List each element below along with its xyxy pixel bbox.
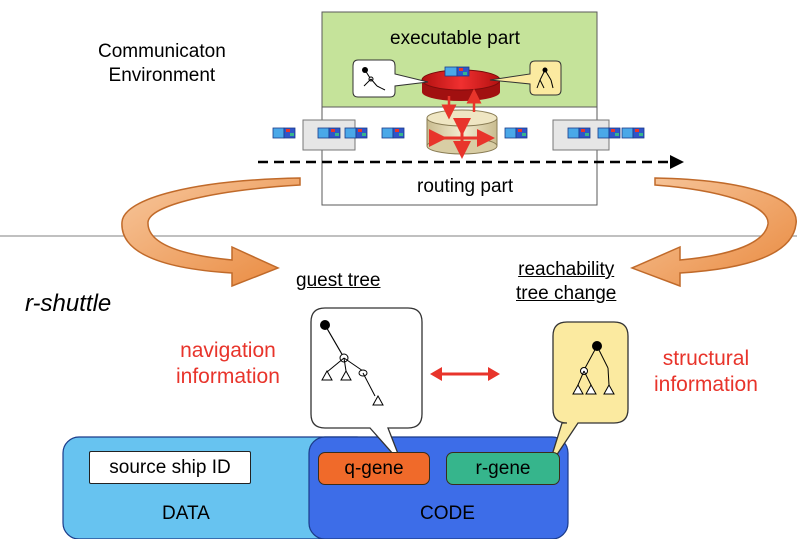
- routing-node-icon: [426, 109, 498, 159]
- navigation-information-label: navigation information: [176, 339, 280, 388]
- shuttle-packet-icon: [381, 127, 405, 139]
- structural-information-label: structural information: [654, 347, 758, 396]
- routing-part-label: routing part: [417, 176, 514, 197]
- left-callout-tree-icon: [352, 59, 429, 98]
- routing-arrowhead-icon: [670, 155, 684, 169]
- shuttle-packet-icon: [344, 127, 368, 139]
- left-curved-arrow-icon: [121, 177, 301, 288]
- q-gene-block: q-gene: [318, 452, 430, 485]
- reachability-label: reachability tree change: [516, 259, 617, 304]
- environment-title: Communicaton Environment: [98, 41, 226, 86]
- code-label: CODE: [420, 503, 475, 524]
- double-arrow-icon: [430, 367, 500, 381]
- reachability-balloon: [547, 321, 629, 469]
- shuttle-packet-icon: [444, 66, 470, 77]
- r-gene-block: r-gene: [446, 452, 560, 485]
- right-callout-tree-icon: [489, 60, 562, 96]
- guest-tree-balloon: [310, 307, 423, 465]
- r-shuttle-label: r-shuttle: [25, 290, 112, 317]
- executable-part-label: executable part: [390, 28, 520, 49]
- shuttle-packet-icon: [317, 127, 341, 139]
- data-label: DATA: [162, 503, 210, 524]
- shuttle-packet-icon: [567, 127, 591, 139]
- shuttle-packet-icon: [597, 127, 621, 139]
- shuttle-packet-icon: [504, 127, 528, 139]
- shuttle-packet-icon: [621, 127, 645, 139]
- guest-tree-label: guest tree: [296, 270, 381, 291]
- source-ship-id-field: source ship ID: [89, 451, 251, 484]
- right-curved-arrow-icon: [630, 177, 797, 288]
- routing-packets: [272, 119, 645, 151]
- shuttle-packet-icon: [272, 127, 296, 139]
